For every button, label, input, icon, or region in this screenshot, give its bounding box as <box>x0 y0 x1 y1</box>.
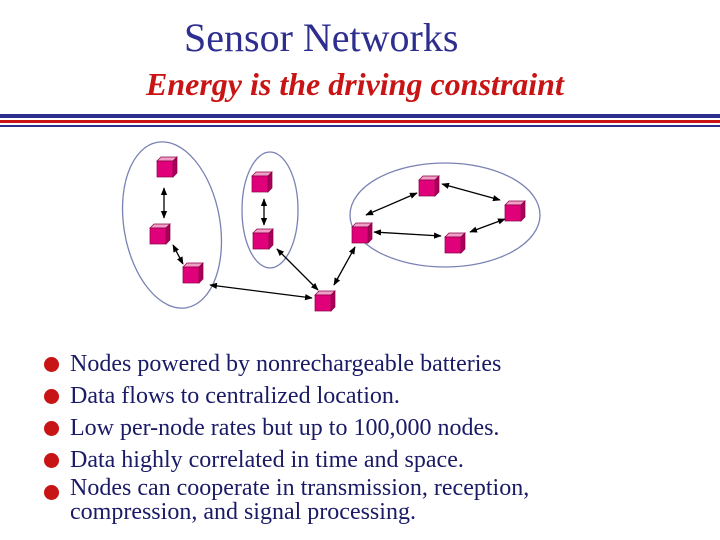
cluster-outline-right <box>349 162 541 268</box>
bullet-list: Nodes powered by nonrechargeable batteri… <box>44 348 529 524</box>
sensor-node-icon <box>156 156 178 178</box>
sensor-network-diagram <box>121 141 541 312</box>
sensor-node-icon <box>351 222 373 244</box>
bullet-item: Low per-node rates but up to 100,000 nod… <box>44 412 529 444</box>
bullet-dot-icon <box>44 421 59 436</box>
bullet-item: Data highly correlated in time and space… <box>44 444 529 476</box>
bullet-item: Nodes can cooperate in transmission, rec… <box>44 476 529 524</box>
bullet-dot-icon <box>44 389 59 404</box>
link <box>365 192 418 216</box>
bullet-dot-icon <box>44 485 59 500</box>
sensor-node-icon <box>182 262 204 284</box>
bullet-dot-icon <box>44 357 59 372</box>
cluster-outline-left <box>121 141 223 309</box>
sensor-node-icon <box>418 175 440 197</box>
bullet-item: Data flows to centralized location. <box>44 380 529 412</box>
link <box>441 182 501 202</box>
cluster-outline-middle <box>241 151 299 269</box>
bullet-dot-icon <box>44 453 59 468</box>
link <box>469 218 506 233</box>
link <box>373 229 442 239</box>
sensor-node-icon <box>504 200 526 222</box>
slide-title: Sensor Networks <box>184 15 459 60</box>
link <box>276 248 319 291</box>
link <box>209 282 313 301</box>
link <box>333 246 356 286</box>
sensor-node-icon <box>149 223 171 245</box>
bullet-item: Nodes powered by nonrechargeable batteri… <box>44 348 529 380</box>
sensor-node-icon <box>252 228 274 250</box>
link <box>172 244 184 265</box>
sensor-node-icon <box>444 232 466 254</box>
sensor-node-icon <box>314 290 336 312</box>
slide-subtitle: Energy is the driving constraint <box>146 66 564 102</box>
title-underline <box>0 114 720 127</box>
sensor-node-icon <box>251 171 273 193</box>
